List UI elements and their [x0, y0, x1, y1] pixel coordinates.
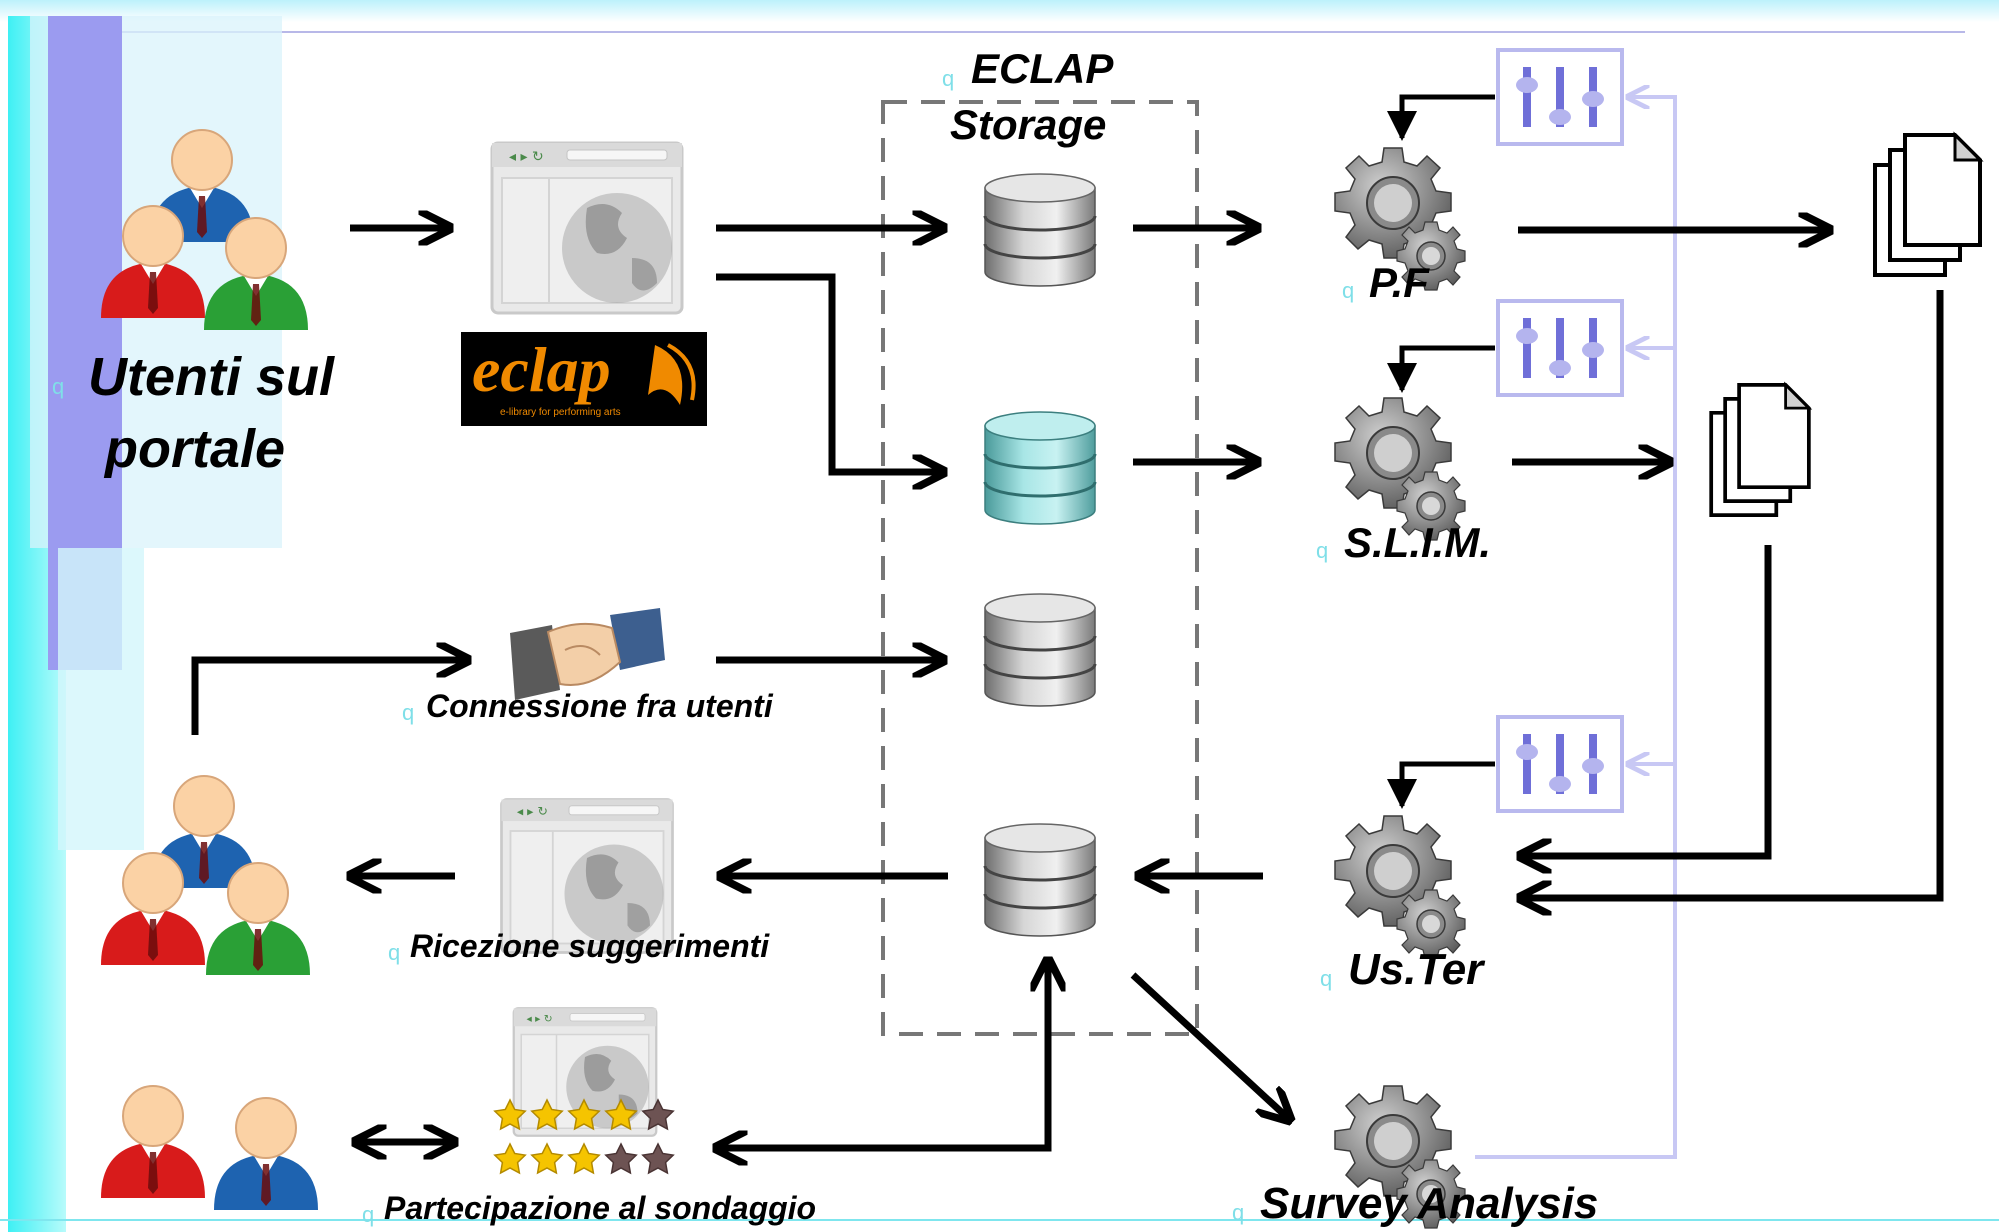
bullet-marker: q [1342, 278, 1355, 303]
gear-icon [1334, 815, 1466, 959]
star-icon [494, 1143, 526, 1174]
documents-icon [1873, 133, 1982, 277]
bullet-marker: q [362, 1202, 375, 1227]
uster-label: Us.Ter [1348, 945, 1484, 994]
portal-logo-subtext: e-library for performing arts [500, 407, 621, 418]
arrow-docs-to-uster-2 [1520, 290, 1944, 898]
arrow-survey-storage [716, 960, 1048, 1148]
database-icon-highlight [983, 410, 1097, 526]
portal-logo-text: eclap [472, 334, 611, 405]
star-icon [568, 1143, 600, 1174]
arrow-portal-to-storage2 [716, 273, 944, 472]
person-icon [100, 1085, 206, 1199]
arrow-users-to-connection [191, 660, 468, 735]
database-icon [983, 822, 1097, 938]
survey-participation-label: Partecipazione al sondaggio [384, 1190, 817, 1226]
sliders-icon [1498, 50, 1622, 144]
top-band [0, 0, 1999, 22]
connection-label: Connessione fra utenti [426, 688, 773, 724]
arrow-sliders3-to-uster [1387, 761, 1495, 809]
bullet-marker: q [1320, 966, 1333, 991]
arrow-storage4-to-survey-analysis [1130, 972, 1290, 1120]
bullet-marker: q [388, 940, 401, 965]
bullet-marker: q [52, 374, 65, 399]
feedback-lines [1475, 97, 1677, 1159]
arrow-sliders2-to-slim [1387, 345, 1495, 393]
flow-arrows [191, 94, 1944, 1148]
star-icon [605, 1143, 637, 1174]
sliders-icon [1498, 301, 1622, 395]
arrow-docs-to-uster-1 [1520, 545, 1772, 856]
slim-label: S.L.I.M. [1344, 519, 1491, 566]
star-icon [642, 1143, 674, 1174]
database-icon [983, 592, 1097, 708]
bullet-marker: q [402, 700, 415, 725]
storage-title-line1: ECLAP [971, 45, 1114, 92]
browser-icon [490, 141, 684, 315]
bullet-marker: q [942, 66, 955, 91]
documents-icon [1709, 383, 1811, 517]
users-label-line2: portale [105, 419, 286, 479]
survey-analysis-label: Survey Analysis [1260, 1179, 1599, 1228]
users-label-line1: Utenti sul [88, 347, 335, 407]
bullet-marker: q [1316, 538, 1329, 563]
bullet-marker: q [1232, 1200, 1245, 1225]
star-icon [531, 1143, 563, 1174]
pf-label: P.F [1369, 259, 1429, 306]
users-pair-bottom [100, 1085, 319, 1211]
eclap-logo [461, 332, 707, 426]
sliders-icon [1498, 717, 1622, 811]
sidebar-lower-panel [58, 548, 144, 850]
storage-title-line2: Storage [950, 101, 1107, 148]
person-icon [213, 1097, 319, 1211]
suggestions-label: Ricezione suggerimenti [410, 928, 770, 964]
handshake-icon [510, 608, 665, 700]
database-icon [983, 172, 1097, 288]
storage-boundary [881, 100, 1199, 1036]
arrow-sliders1-to-pf [1387, 94, 1495, 141]
